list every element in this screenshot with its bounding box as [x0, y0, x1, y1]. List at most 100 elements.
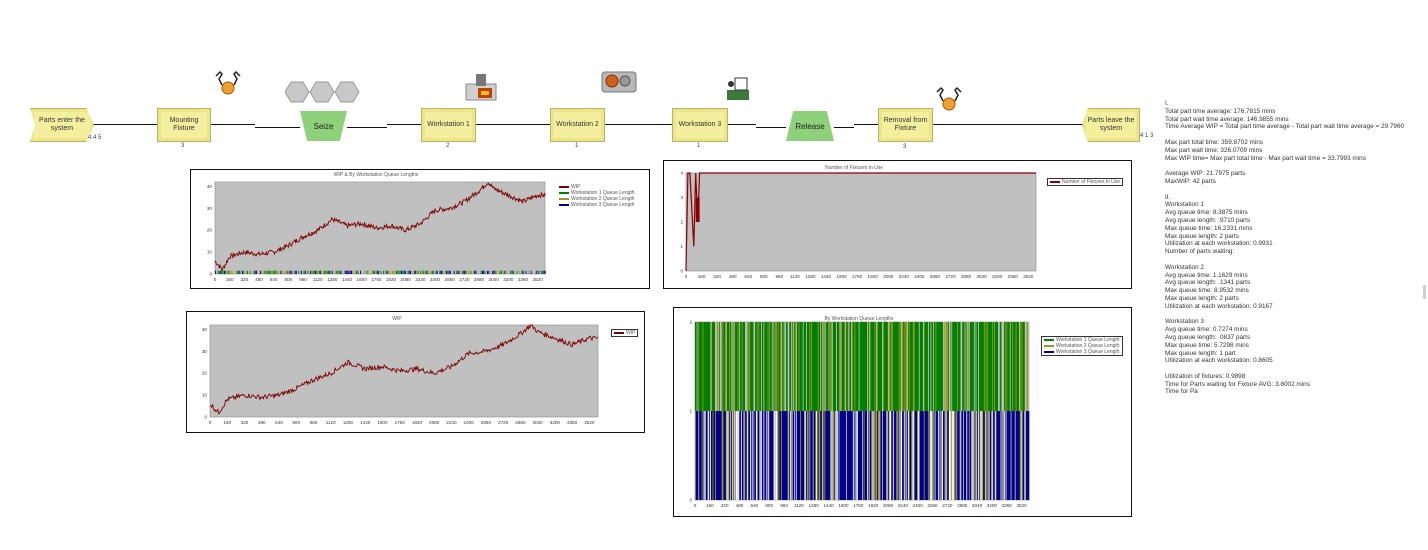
- queue-length-mark: [318, 270, 320, 274]
- queue-length-mark: [375, 270, 377, 274]
- x-tick-label: 2080: [883, 503, 894, 508]
- queue-bottom-band: [873, 411, 875, 500]
- queue-bottom-band: [904, 411, 906, 500]
- process-node-workstation-1[interactable]: Workstation 1: [421, 108, 476, 142]
- queue-bottom-band: [959, 411, 961, 500]
- queue-top-band: [756, 322, 758, 411]
- queue-length-mark: [285, 270, 287, 274]
- create-node-parts-enter[interactable]: Parts enter the system: [30, 108, 94, 142]
- queue-bottom-band: [811, 411, 813, 500]
- queue-bottom-band: [796, 411, 798, 500]
- queue-top-band: [768, 322, 770, 411]
- queue-bottom-band: [864, 411, 866, 500]
- queue-length-mark: [472, 270, 474, 274]
- x-tick-label: 1920: [412, 420, 423, 425]
- queue-top-band: [831, 322, 834, 411]
- queue-top-band: [867, 322, 869, 411]
- queue-bottom-band: [746, 411, 748, 500]
- queue-top-band: [978, 322, 980, 411]
- queue-top-band: [976, 322, 978, 411]
- queue-top-band: [847, 322, 849, 411]
- chart-legend: Workstation 1 Queue Length Workstation 2…: [1041, 336, 1123, 356]
- chart-legend: WIP: [611, 329, 639, 337]
- y-tick-label: 30: [207, 206, 213, 211]
- queue-bottom-band: [739, 411, 741, 500]
- queue-length-mark: [537, 270, 539, 274]
- queue-bottom-band: [977, 411, 979, 500]
- queue-length-mark: [217, 270, 219, 274]
- queue-bottom-band: [785, 411, 787, 500]
- queue-bottom-band: [1021, 411, 1023, 500]
- queue-length-mark: [433, 270, 435, 274]
- queue-top-band: [869, 322, 871, 411]
- queue-bottom-band: [905, 411, 907, 500]
- x-tick-label: 640: [744, 274, 752, 279]
- y-tick-label: 0: [689, 498, 692, 503]
- scrollbar-thumb[interactable]: [1423, 285, 1426, 299]
- queue-bottom-band: [1009, 411, 1011, 500]
- queue-top-band: [908, 322, 910, 411]
- queue-bottom-band: [922, 411, 925, 500]
- queue-bottom-band: [902, 411, 904, 500]
- queue-bottom-band: [717, 411, 719, 500]
- queue-top-band: [715, 322, 718, 411]
- process-node-removal-from-fixture[interactable]: Removal from Fixture: [878, 108, 933, 142]
- queue-length-mark: [420, 270, 422, 274]
- queue-bottom-band: [1005, 411, 1007, 500]
- queue-top-band: [892, 322, 894, 411]
- queue-length-mark: [417, 270, 419, 274]
- queue-top-band: [867, 322, 869, 411]
- queue-bottom-band: [1000, 411, 1002, 500]
- queue-top-band: [922, 322, 924, 411]
- queue-bottom-band: [884, 411, 886, 500]
- queue-length-mark: [481, 270, 483, 274]
- queue-length-mark: [221, 270, 223, 274]
- queue-top-band: [770, 322, 773, 411]
- process-node-mounting-fixture[interactable]: Mounting Fixture: [157, 108, 211, 142]
- queue-bottom-band: [951, 411, 953, 500]
- queue-bottom-band: [701, 411, 703, 500]
- queue-length-mark: [487, 270, 488, 274]
- queue-bottom-band: [723, 411, 725, 500]
- seize-node[interactable]: Seize: [300, 111, 347, 141]
- queue-bottom-band: [839, 411, 841, 500]
- queue-top-band: [818, 322, 820, 411]
- queue-top-band: [851, 322, 853, 411]
- queue-length-mark: [412, 270, 414, 274]
- queue-top-band: [816, 322, 819, 411]
- dispose-node-parts-leave[interactable]: Parts leave the system: [1082, 108, 1140, 142]
- x-tick-label: 1760: [371, 277, 382, 282]
- queue-length-mark: [389, 270, 391, 274]
- queue-top-band: [928, 322, 930, 411]
- queue-top-band: [963, 322, 965, 411]
- queue-top-band: [705, 322, 707, 411]
- queue-top-band: [927, 322, 930, 411]
- queue-bottom-band: [898, 411, 900, 500]
- queue-length-mark: [498, 270, 500, 274]
- queue-top-band: [760, 322, 762, 411]
- x-tick-label: 960: [299, 277, 307, 282]
- queue-top-band: [927, 322, 929, 411]
- process-node-workstation-2[interactable]: Workstation 2: [550, 108, 605, 142]
- queue-bottom-band: [835, 411, 837, 500]
- queue-bottom-band: [736, 411, 738, 500]
- queue-bottom-band: [730, 411, 732, 500]
- queue-bottom-band: [999, 411, 1001, 500]
- queue-length-mark: [220, 270, 222, 274]
- queue-bottom-band: [766, 411, 768, 500]
- queue-top-band: [1028, 322, 1030, 411]
- queue-top-band: [782, 322, 784, 411]
- queue-bottom-band: [813, 411, 815, 500]
- queue-top-band: [962, 322, 964, 411]
- queue-bottom-band: [856, 411, 859, 500]
- x-tick-label: 2240: [415, 277, 426, 282]
- queue-length-mark: [280, 270, 282, 274]
- queue-top-band: [963, 322, 966, 411]
- queue-length-mark: [230, 270, 232, 274]
- release-node[interactable]: Release: [786, 111, 834, 141]
- process-node-workstation-3[interactable]: Workstation 3: [672, 108, 728, 142]
